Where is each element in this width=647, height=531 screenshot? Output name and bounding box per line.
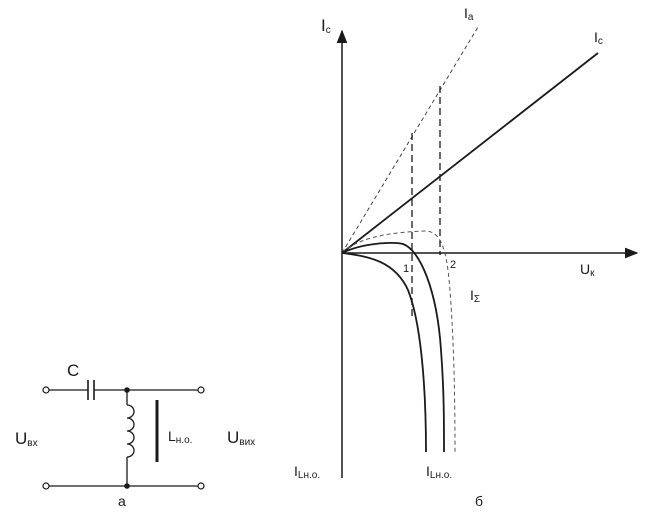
iln-right-label: ILн.о. bbox=[426, 463, 452, 481]
y-axis-label: Ic bbox=[321, 16, 331, 36]
terminal-top-right bbox=[197, 386, 205, 394]
isum-label: IΣ bbox=[470, 287, 480, 305]
junction-bottom bbox=[124, 483, 130, 489]
ia-curve bbox=[341, 26, 479, 254]
point-2-label: 2 bbox=[450, 259, 456, 271]
iln-curve-inner bbox=[341, 252, 427, 453]
circuit-caption: а bbox=[118, 493, 126, 509]
iln-curve-outer bbox=[341, 242, 445, 453]
x-axis-label: Uк bbox=[580, 261, 595, 279]
ic-curve bbox=[341, 52, 599, 254]
coil-winding bbox=[126, 404, 135, 458]
terminal-bottom-right bbox=[197, 482, 205, 490]
inductor-label: Lн.о. bbox=[168, 428, 192, 446]
graph-caption: б bbox=[475, 493, 483, 509]
isum-curve bbox=[341, 230, 456, 453]
terminal-bottom-left bbox=[42, 482, 50, 490]
iln-left-label: ILн.о. bbox=[294, 463, 320, 481]
circuit-diagram bbox=[48, 380, 199, 487]
ia-label: Ia bbox=[464, 5, 474, 23]
graph: Ic Uк Ia Ic IΣ ILн.о. ILн.о. 1 2 б bbox=[294, 5, 639, 509]
terminal-top-left bbox=[42, 386, 50, 394]
input-voltage-label: Uвх bbox=[15, 429, 38, 449]
junction-top bbox=[124, 387, 130, 393]
capacitor-label: C bbox=[67, 361, 79, 380]
output-voltage-label: Uвих bbox=[227, 428, 255, 448]
point-1-label: 1 bbox=[403, 263, 409, 275]
ic-label: Ic bbox=[594, 29, 603, 47]
